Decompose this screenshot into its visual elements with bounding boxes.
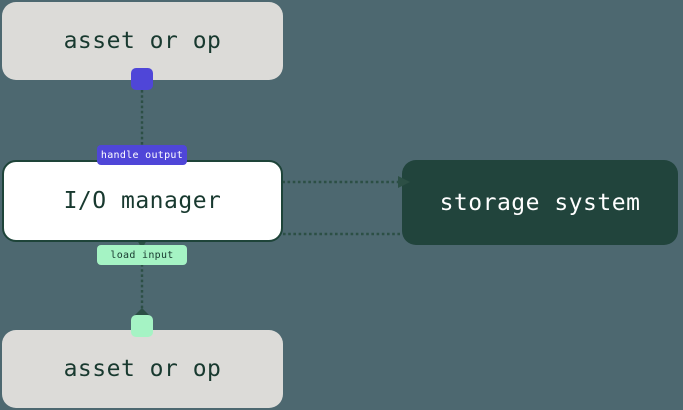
edge-label-handle-output[interactable]: handle output [97, 145, 187, 165]
edge-label-text: load input [110, 249, 174, 261]
edge-label-load-input[interactable]: load input [97, 245, 187, 265]
node-storage-system[interactable]: storage system [402, 160, 678, 245]
node-label: storage system [439, 189, 641, 216]
input-port-handle[interactable] [131, 315, 153, 337]
edge-label-text: handle output [100, 149, 184, 161]
arrowhead-to-storage [398, 176, 410, 188]
node-label: asset or op [63, 28, 222, 54]
node-io-manager[interactable]: I/O manager [2, 160, 283, 242]
node-label: I/O manager [63, 188, 222, 214]
node-asset-or-op-bottom[interactable]: asset or op [2, 330, 283, 408]
node-label: asset or op [63, 356, 222, 382]
output-port-handle[interactable] [131, 68, 153, 90]
node-asset-or-op-top[interactable]: asset or op [2, 2, 283, 80]
